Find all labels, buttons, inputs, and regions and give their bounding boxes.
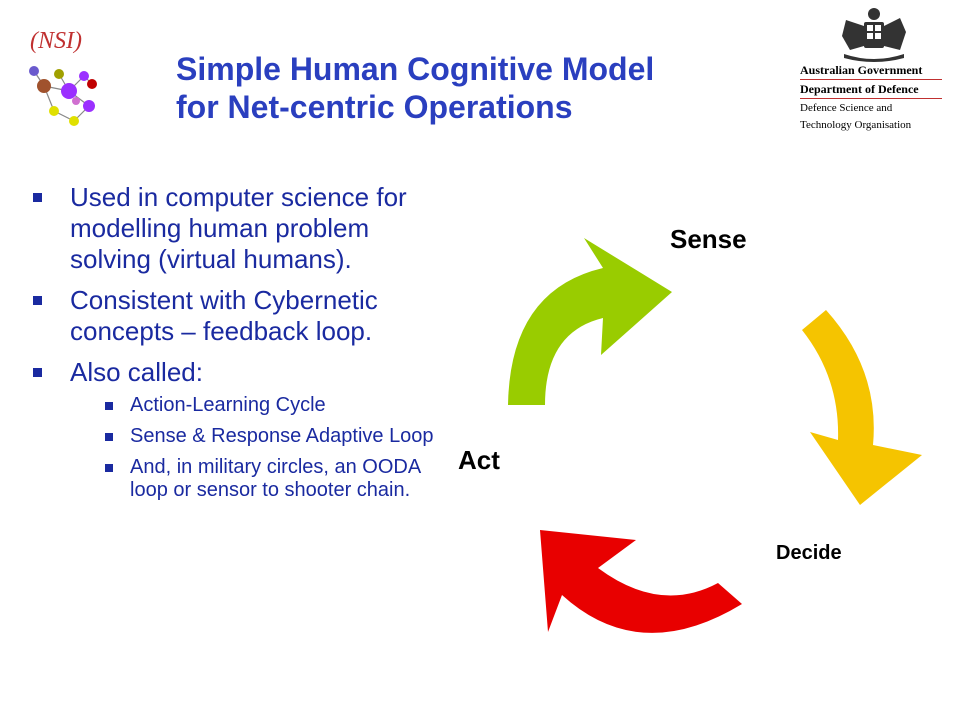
decide-to-act-arrow	[540, 530, 742, 633]
gov-line-dsto-2: Technology Organisation	[800, 119, 912, 131]
slide-title: Simple Human Cognitive Model for Net-cen…	[176, 50, 776, 126]
nsi-logo-text: (NSI)	[30, 28, 82, 54]
act-to-sense-arrow	[508, 238, 672, 405]
sub-bullet-item: Sense & Response Adaptive Loop	[30, 425, 450, 448]
australian-government-logo: Australian Government Department of Defe…	[800, 6, 950, 136]
nsi-molecule-logo	[29, 66, 97, 126]
bullet-item: Used in computer science for modelling h…	[30, 182, 450, 275]
sub-bullet-item: Action-Learning Cycle	[30, 394, 450, 417]
slide-title-line1: Simple Human Cognitive Model	[176, 51, 655, 87]
gov-divider	[800, 98, 942, 99]
cycle-label-act: Act	[458, 445, 500, 475]
cognitive-cycle-diagram	[508, 238, 922, 633]
slide-title-line2: for Net-centric Operations	[176, 89, 573, 125]
coat-of-arms-icon	[842, 8, 906, 62]
bullet-item: Also called:	[30, 357, 450, 388]
sub-bullet-item: And, in military circles, an OODA loop o…	[30, 456, 450, 502]
sense-to-decide-arrow	[802, 310, 922, 505]
bullet-list: Used in computer science for modelling h…	[30, 182, 450, 510]
cycle-label-sense: Sense	[670, 224, 747, 254]
bullet-item: Consistent with Cybernetic concepts – fe…	[30, 285, 450, 347]
gov-line-department: Department of Defence	[800, 82, 919, 96]
gov-line-australian-government: Australian Government	[800, 63, 923, 77]
gov-divider	[800, 79, 942, 80]
gov-line-dsto-1: Defence Science and	[800, 102, 893, 114]
sub-bullet-list: Action-Learning Cycle Sense & Response A…	[30, 394, 450, 502]
cycle-label-decide: Decide	[776, 542, 842, 564]
